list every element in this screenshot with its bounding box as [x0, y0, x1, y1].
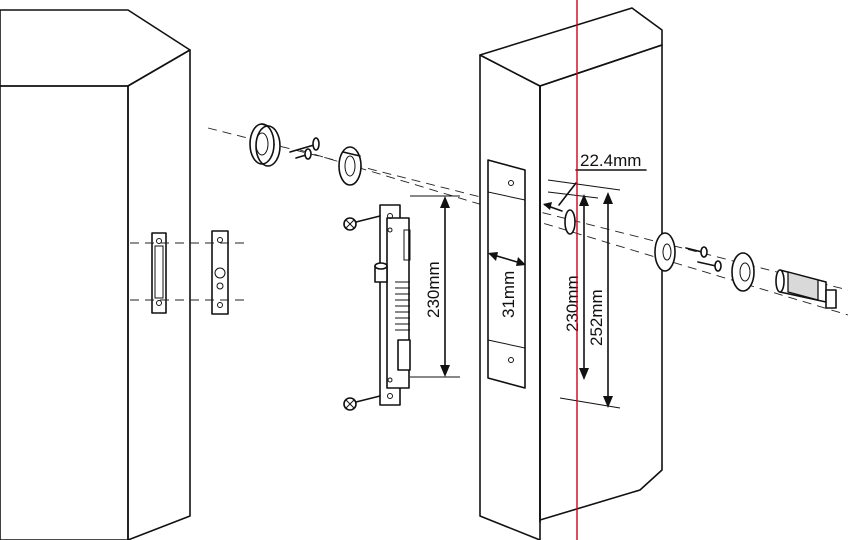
dimension-label-total-length: 252mm: [587, 289, 606, 346]
axis-line-lower: [299, 149, 848, 316]
mounting-screw-bottom: [343, 395, 381, 411]
dimension-mortise-length: [547, 191, 599, 380]
dimension-total-length: [547, 179, 621, 409]
strike-plate-detached: [211, 230, 229, 315]
rosette-right-outer: [731, 252, 755, 292]
screws-right: [685, 246, 722, 272]
latch-teeth: [395, 281, 410, 331]
dimension-label-mortise-length: 230mm: [563, 275, 582, 332]
screws-left: [289, 137, 320, 160]
rosette-left: [249, 123, 281, 167]
rosette-right-inner: [654, 232, 676, 272]
dimension-faceplate-width: [488, 252, 526, 266]
dimension-plate-length: [410, 195, 460, 378]
door-edge-faceplate: [487, 159, 576, 389]
strike-plate-left: [151, 232, 167, 314]
mortise-lock-body: [374, 204, 411, 406]
dimension-backset: [543, 169, 647, 212]
mounting-screw-top: [343, 215, 381, 231]
lock-cylinder: [775, 269, 837, 309]
dimension-label-faceplate-width: 31mm: [499, 271, 518, 318]
rosette-left-outer: [338, 146, 362, 186]
dimension-label-backset: 22.4mm: [580, 151, 641, 170]
dimension-label-plate-length: 230mm: [424, 261, 443, 318]
